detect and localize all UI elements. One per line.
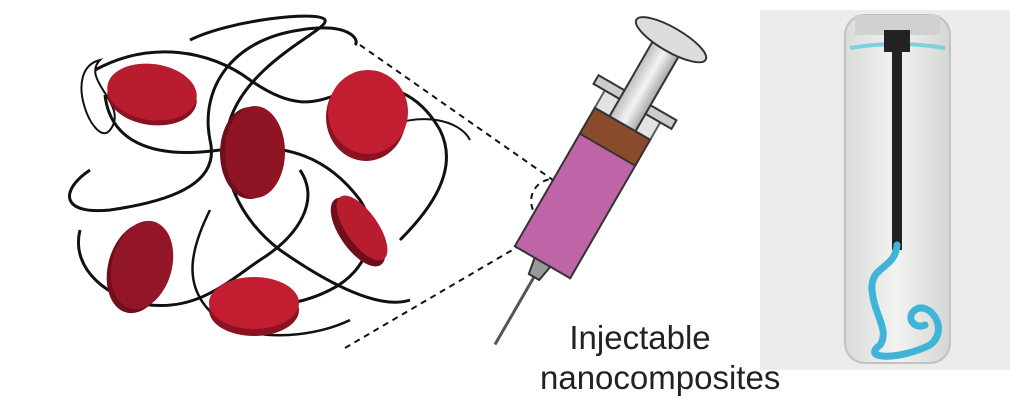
- caption-line-2: nanocomposites: [540, 359, 781, 396]
- disc: [107, 63, 197, 126]
- syringe-icon: [493, 16, 708, 346]
- disc: [220, 106, 285, 199]
- disc: [330, 195, 388, 267]
- disc: [209, 277, 299, 336]
- caption-line-1: Injectable: [569, 319, 711, 356]
- nanoplatelet-discs: [106, 63, 408, 336]
- vial-photo: [760, 10, 1010, 370]
- disc: [106, 220, 174, 314]
- disc: [326, 70, 408, 161]
- blue-gel-filament: [868, 241, 942, 360]
- caption: Injectable nanocomposites: [540, 318, 781, 398]
